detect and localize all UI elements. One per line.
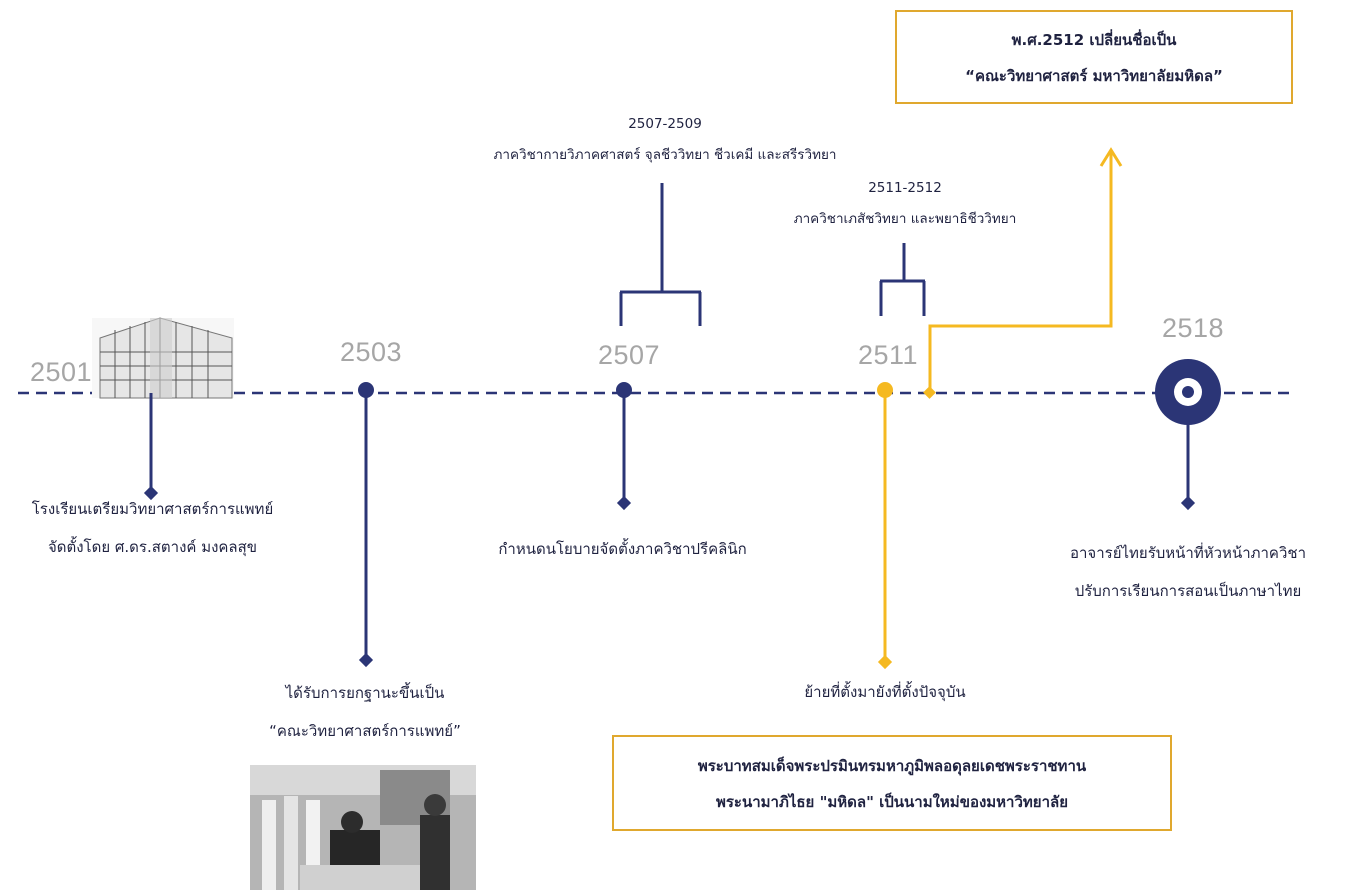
- event-text-2511: ย้ายที่ตั้งมายังที่ตั้งปัจจุบัน: [804, 683, 966, 701]
- bracket-2511-2512: [879, 243, 926, 316]
- building-sketch-image: [92, 317, 234, 399]
- year-label: 2501: [30, 357, 93, 387]
- ceremony-photo-image: [250, 765, 476, 890]
- event-text-2503: ได้รับการยกฐานะขึ้นเป็น “คณะวิทยาศาสตร์ก…: [269, 684, 461, 740]
- branch-2511-2512: 2511-2512 ภาควิชาเภสัชวิทยา และพยาธิชีวว…: [793, 180, 1017, 227]
- year-label: 2507: [598, 340, 661, 370]
- diamond-2501: [143, 485, 159, 501]
- diamond-2511: [877, 654, 893, 670]
- event-text-2518: อาจารย์ไทยรับหน้าที่หัวหน้าภาควิชา ปรับก…: [1070, 544, 1306, 600]
- royal-naming-box: พระบาทสมเด็จพระปรมินทรมหาภูมิพลอดุลยเดชพ…: [612, 735, 1172, 831]
- bracket-2507-2509: [619, 183, 702, 326]
- event-text-2501: โรงเรียนเตรียมวิทยาศาสตร์การแพทย์ จัดตั้…: [31, 500, 274, 556]
- year-label: 2518: [1162, 313, 1225, 343]
- year-label: 2503: [340, 337, 403, 367]
- diamond-2518: [1180, 495, 1196, 511]
- event-text-2507: กำหนดนโยบายจัดตั้งภาควิชาปรีคลินิก: [498, 540, 747, 558]
- diamond-2507: [616, 495, 632, 511]
- branch-2507-2509: 2507-2509 ภาควิชากายวิภาคศาสตร์ จุลชีววิ…: [493, 116, 837, 163]
- renaming-box-2512: พ.ศ.2512 เปลี่ยนชื่อเป็น “คณะวิทยาศาสตร์…: [895, 10, 1293, 104]
- year-label: 2511: [858, 340, 919, 370]
- arrow-head-icon: [1099, 147, 1123, 167]
- diamond-2503: [358, 652, 374, 668]
- arrow-path-2512: [928, 150, 1113, 392]
